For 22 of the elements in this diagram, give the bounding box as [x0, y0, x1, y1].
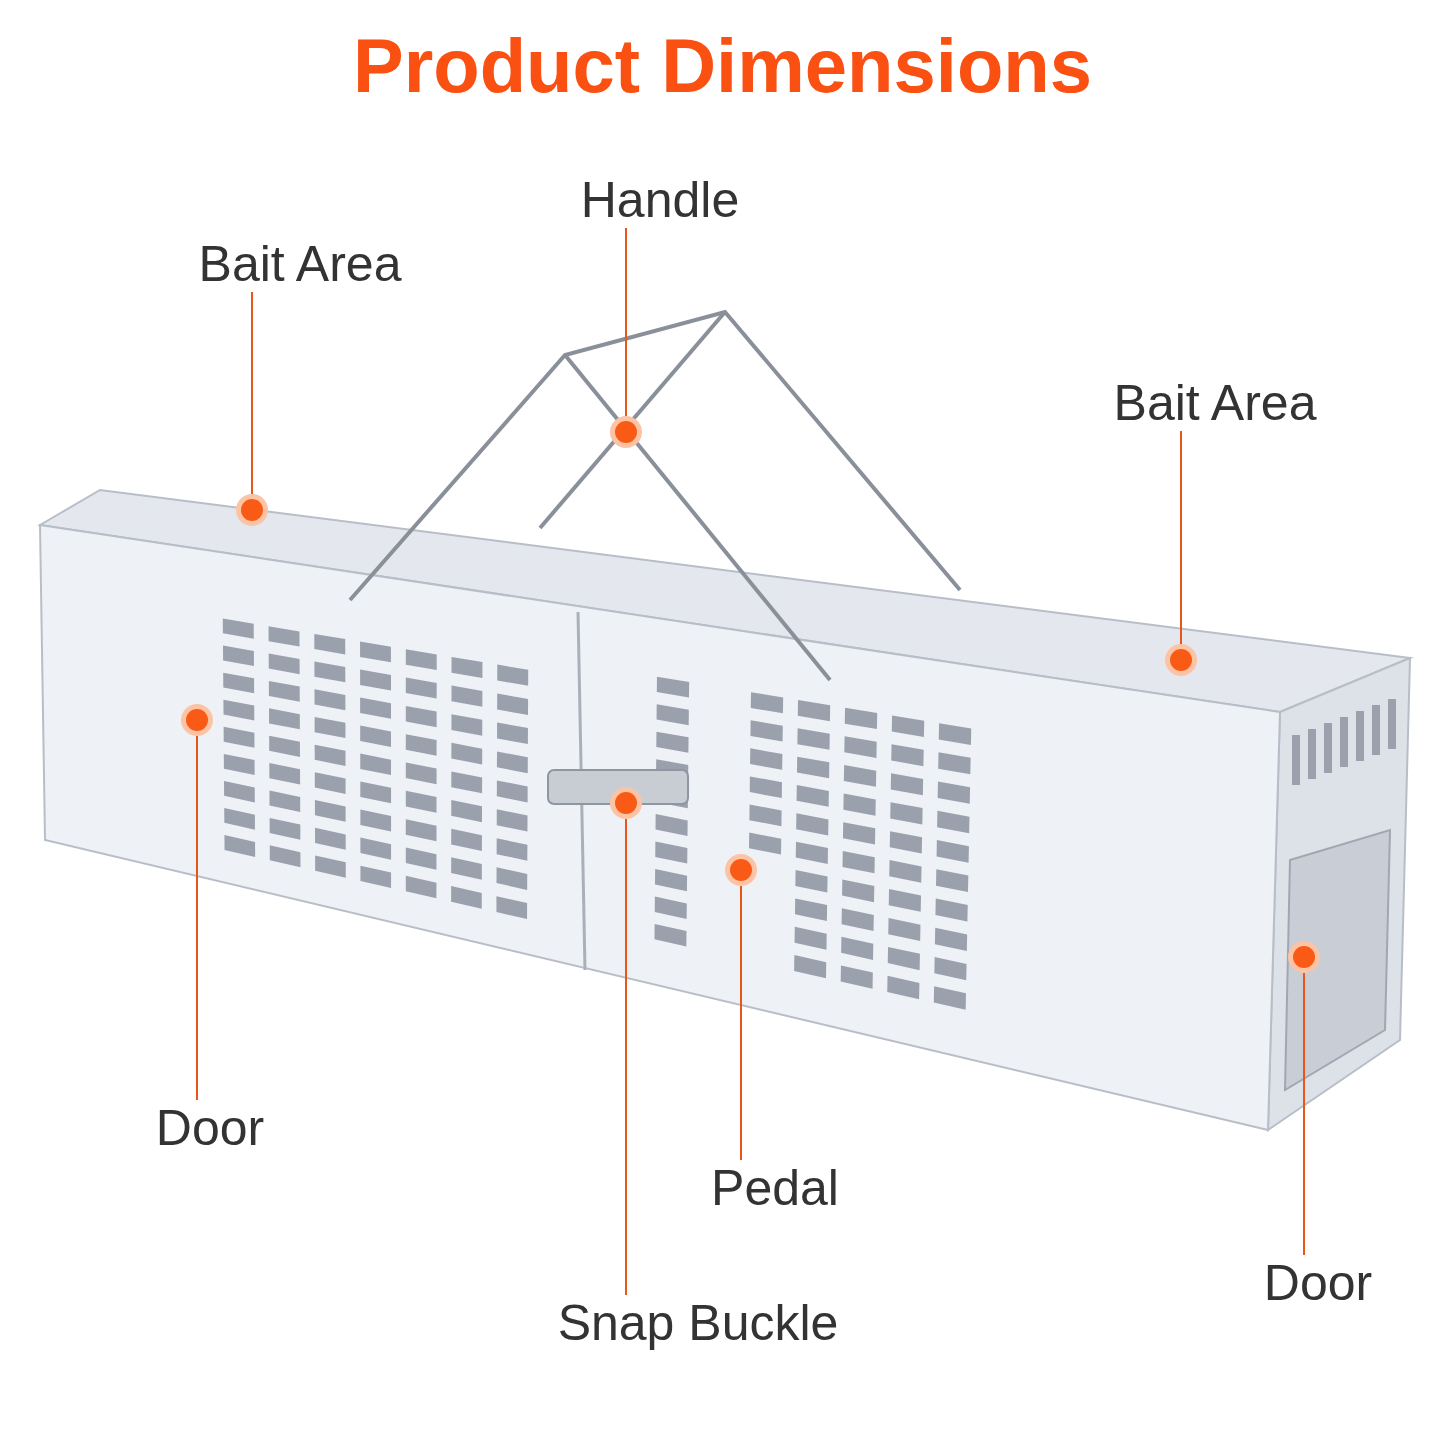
callout-dot: [610, 787, 642, 819]
callout-dot: [610, 416, 642, 448]
leader-line: [1303, 972, 1305, 1256]
callout-label: Door: [150, 1100, 270, 1156]
leader-line: [1180, 430, 1182, 645]
callout-label: Bait Area: [1105, 375, 1325, 431]
callout-label: Pedal: [705, 1160, 845, 1216]
leader-line: [251, 291, 253, 495]
callout-label: Bait Area: [190, 236, 410, 292]
callout-label: Handle: [575, 172, 745, 228]
leader-line: [625, 818, 627, 1296]
callout-dot: [1288, 941, 1320, 973]
leader-line: [740, 885, 742, 1161]
leader-line: [196, 735, 198, 1101]
page-title: Product Dimensions: [353, 22, 1092, 109]
callout-dot: [181, 704, 213, 736]
callout-dot: [725, 854, 757, 886]
callout-label: Door: [1258, 1255, 1378, 1311]
callout-dot: [236, 494, 268, 526]
leader-line: [625, 227, 627, 417]
callout-label: Snap Buckle: [548, 1295, 848, 1351]
callout-dot: [1165, 644, 1197, 676]
